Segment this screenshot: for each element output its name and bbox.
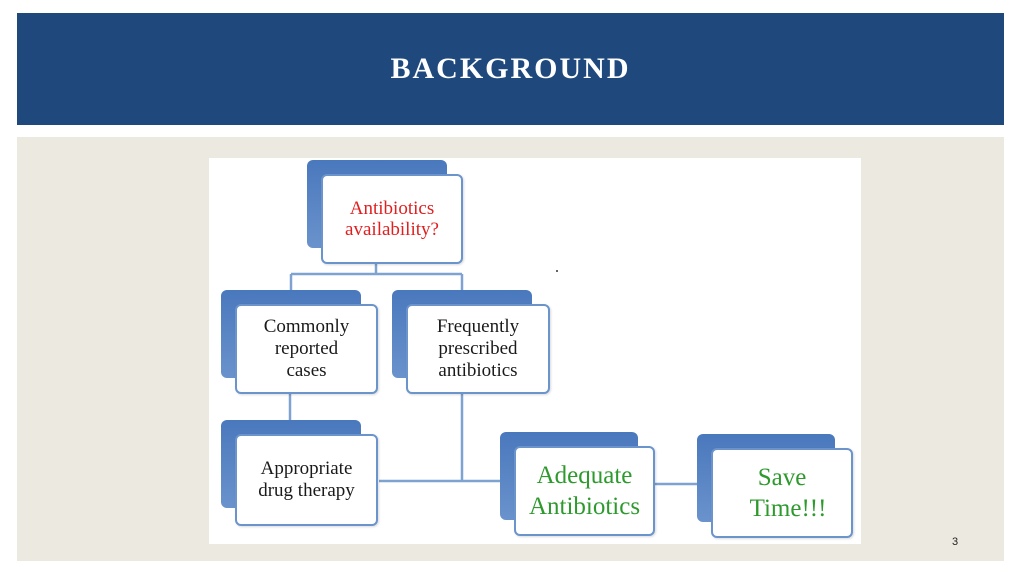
node-adequate-antibiotics-label: Adequate Antibiotics <box>528 462 641 520</box>
page-number: 3 <box>951 536 959 548</box>
node-commonly-reported-cases: Commonly reported cases <box>221 290 378 394</box>
stray-dot <box>556 270 558 272</box>
slide-header: BACKGROUND <box>17 13 1004 125</box>
node-adequate-antibiotics: Adequate Antibiotics <box>500 432 655 536</box>
node-frequently-prescribed-antibiotics: Frequently prescribed antibiotics <box>392 290 550 394</box>
flow-diagram: Antibiotics availability? Commonly repor… <box>209 158 861 544</box>
node-frequently-prescribed-antibiotics-label: Frequently prescribed antibiotics <box>436 316 520 381</box>
diagram-connectors <box>288 264 699 486</box>
node-save-time: Save Time!!! <box>697 434 853 538</box>
node-commonly-reported-cases-label: Commonly reported cases <box>263 316 350 381</box>
slide-title: BACKGROUND <box>390 52 631 85</box>
node-appropriate-drug-therapy: Appropriate drug therapy <box>221 420 378 526</box>
node-appropriate-drug-therapy-label: Appropriate drug therapy <box>258 458 355 501</box>
node-antibiotics-availability-label: Antibiotics availability? <box>345 198 439 240</box>
node-save-time-label: Save Time!!! <box>749 464 827 522</box>
node-antibiotics-availability: Antibiotics availability? <box>307 160 463 264</box>
